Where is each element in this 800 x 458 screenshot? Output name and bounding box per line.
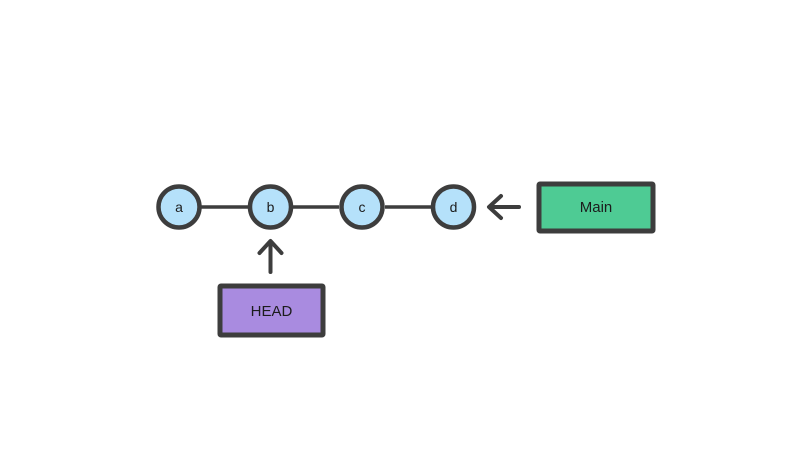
main-pointer-arrow [487, 194, 521, 220]
commit-node-b: b [247, 184, 294, 230]
main-branch-box [536, 181, 656, 234]
commit-node-c-label: c [359, 199, 366, 215]
commit-node-d-circle [430, 184, 477, 230]
head-text: HEAD [251, 303, 293, 320]
commit-node-a-label: a [175, 199, 183, 215]
commit-node-d: d [430, 184, 477, 230]
commit-node-b-label: b [267, 199, 275, 215]
commit-node-d-label: d [450, 199, 458, 215]
head-label: HEAD [217, 283, 326, 338]
head-arrowhead-icon [257, 239, 284, 255]
head-box [217, 283, 326, 338]
commit-node-a-circle [156, 184, 202, 230]
main-arrowhead-icon [487, 194, 503, 220]
head-pointer-arrow [257, 239, 284, 274]
commit-node-c: c [339, 184, 385, 230]
commit-node-a: a [156, 184, 202, 230]
main-branch-label: Main [536, 181, 656, 234]
commit-node-b-circle [247, 184, 294, 230]
commit-node-c-circle [339, 184, 385, 230]
main-branch-text: Main [580, 199, 613, 216]
